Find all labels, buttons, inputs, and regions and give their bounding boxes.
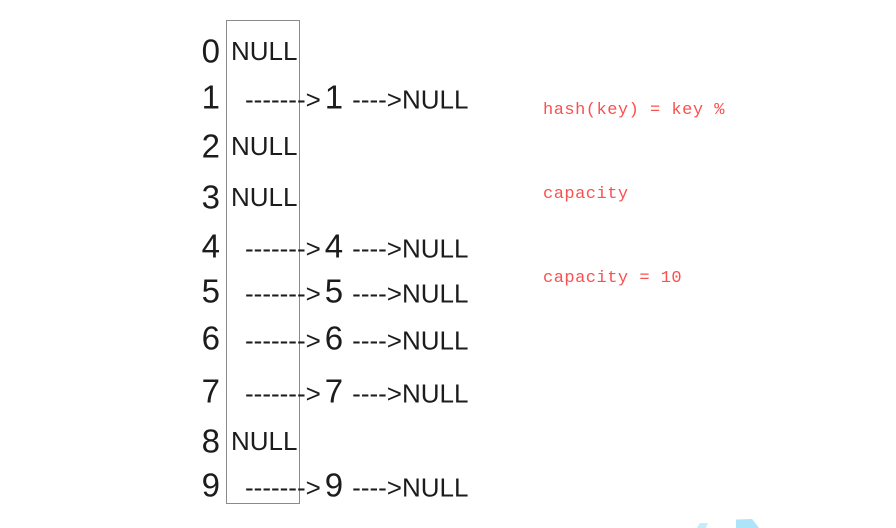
bucket-null-label: NULL <box>231 182 298 212</box>
arrow-to-null-icon: ----> <box>352 84 402 115</box>
bucket-row-1: 1------->1---->NULL <box>0 73 896 121</box>
bucket-index: 0 <box>201 32 220 70</box>
chain-null-label: NULL <box>401 378 469 409</box>
chain-node-value: 4 <box>324 227 344 265</box>
chain-null-label: NULL <box>401 278 469 309</box>
arrow-to-node-icon: -------> <box>245 278 321 309</box>
hash-array-box <box>226 20 300 504</box>
watermark-fragment-large <box>736 519 759 528</box>
arrow-to-null-icon: ----> <box>352 278 402 309</box>
chain-null-label: NULL <box>401 325 469 356</box>
bucket-row-6: 6------->6---->NULL <box>0 314 896 362</box>
bucket-index: 8 <box>201 422 220 460</box>
arrow-to-node-icon: -------> <box>245 84 321 115</box>
annotation-line-3: capacity = 10 <box>543 269 683 288</box>
bucket-index: 1 <box>201 78 220 116</box>
bucket-row-2: 2 NULL <box>0 122 896 170</box>
bucket-row-3: 3 NULL <box>0 173 896 221</box>
bucket-index: 5 <box>201 272 220 310</box>
bucket-null-label: NULL <box>231 131 298 161</box>
arrow-to-null-icon: ----> <box>352 325 402 356</box>
bucket-chain: ------->4 ---->NULL <box>245 230 468 263</box>
bucket-chain: ------->9 ---->NULL <box>245 469 468 502</box>
bucket-row-0: 0 NULL <box>0 27 896 75</box>
bucket-index: 4 <box>201 227 220 265</box>
bucket-row-4: 4------->4---->NULL <box>0 222 896 270</box>
annotation-line-2: capacity <box>543 185 629 204</box>
chain-node-value: 6 <box>324 319 344 357</box>
chain-null-label: NULL <box>401 472 469 503</box>
bucket-chain: ------->7 ---->NULL <box>245 375 468 408</box>
arrow-to-null-icon: ----> <box>352 233 402 264</box>
arrow-to-null-icon: ----> <box>352 378 402 409</box>
bucket-row-5: 5------->5---->NULL <box>0 267 896 315</box>
chain-node-value: 9 <box>324 466 344 504</box>
bucket-null-label: NULL <box>231 36 298 66</box>
bucket-index: 2 <box>201 127 220 165</box>
watermark-fragment-small <box>697 523 708 528</box>
hash-formula-annotation: hash(key) = key % capacity capacity = 10 <box>543 41 725 349</box>
annotation-line-1: hash(key) = key % <box>543 101 725 120</box>
bucket-row-7: 7------->7---->NULL <box>0 367 896 415</box>
chain-null-label: NULL <box>401 84 469 115</box>
bucket-row-8: 8 NULL <box>0 417 896 465</box>
arrow-to-node-icon: -------> <box>245 325 321 356</box>
arrow-to-node-icon: -------> <box>245 378 321 409</box>
arrow-to-null-icon: ----> <box>352 472 402 503</box>
bucket-chain: ------->1 ---->NULL <box>245 81 468 114</box>
bucket-index: 6 <box>201 319 220 357</box>
bucket-index: 3 <box>201 178 220 216</box>
chain-node-value: 5 <box>324 272 344 310</box>
bucket-chain: ------->5 ---->NULL <box>245 275 468 308</box>
chain-null-label: NULL <box>401 233 469 264</box>
chain-node-value: 1 <box>324 78 344 116</box>
arrow-to-node-icon: -------> <box>245 472 321 503</box>
bucket-index: 7 <box>201 372 220 410</box>
arrow-to-node-icon: -------> <box>245 233 321 264</box>
bucket-index: 9 <box>201 466 220 504</box>
bucket-row-9: 9------->9---->NULL <box>0 461 896 509</box>
bucket-null-label: NULL <box>231 426 298 456</box>
bucket-chain: ------->6 ---->NULL <box>245 322 468 355</box>
chain-node-value: 7 <box>324 372 344 410</box>
